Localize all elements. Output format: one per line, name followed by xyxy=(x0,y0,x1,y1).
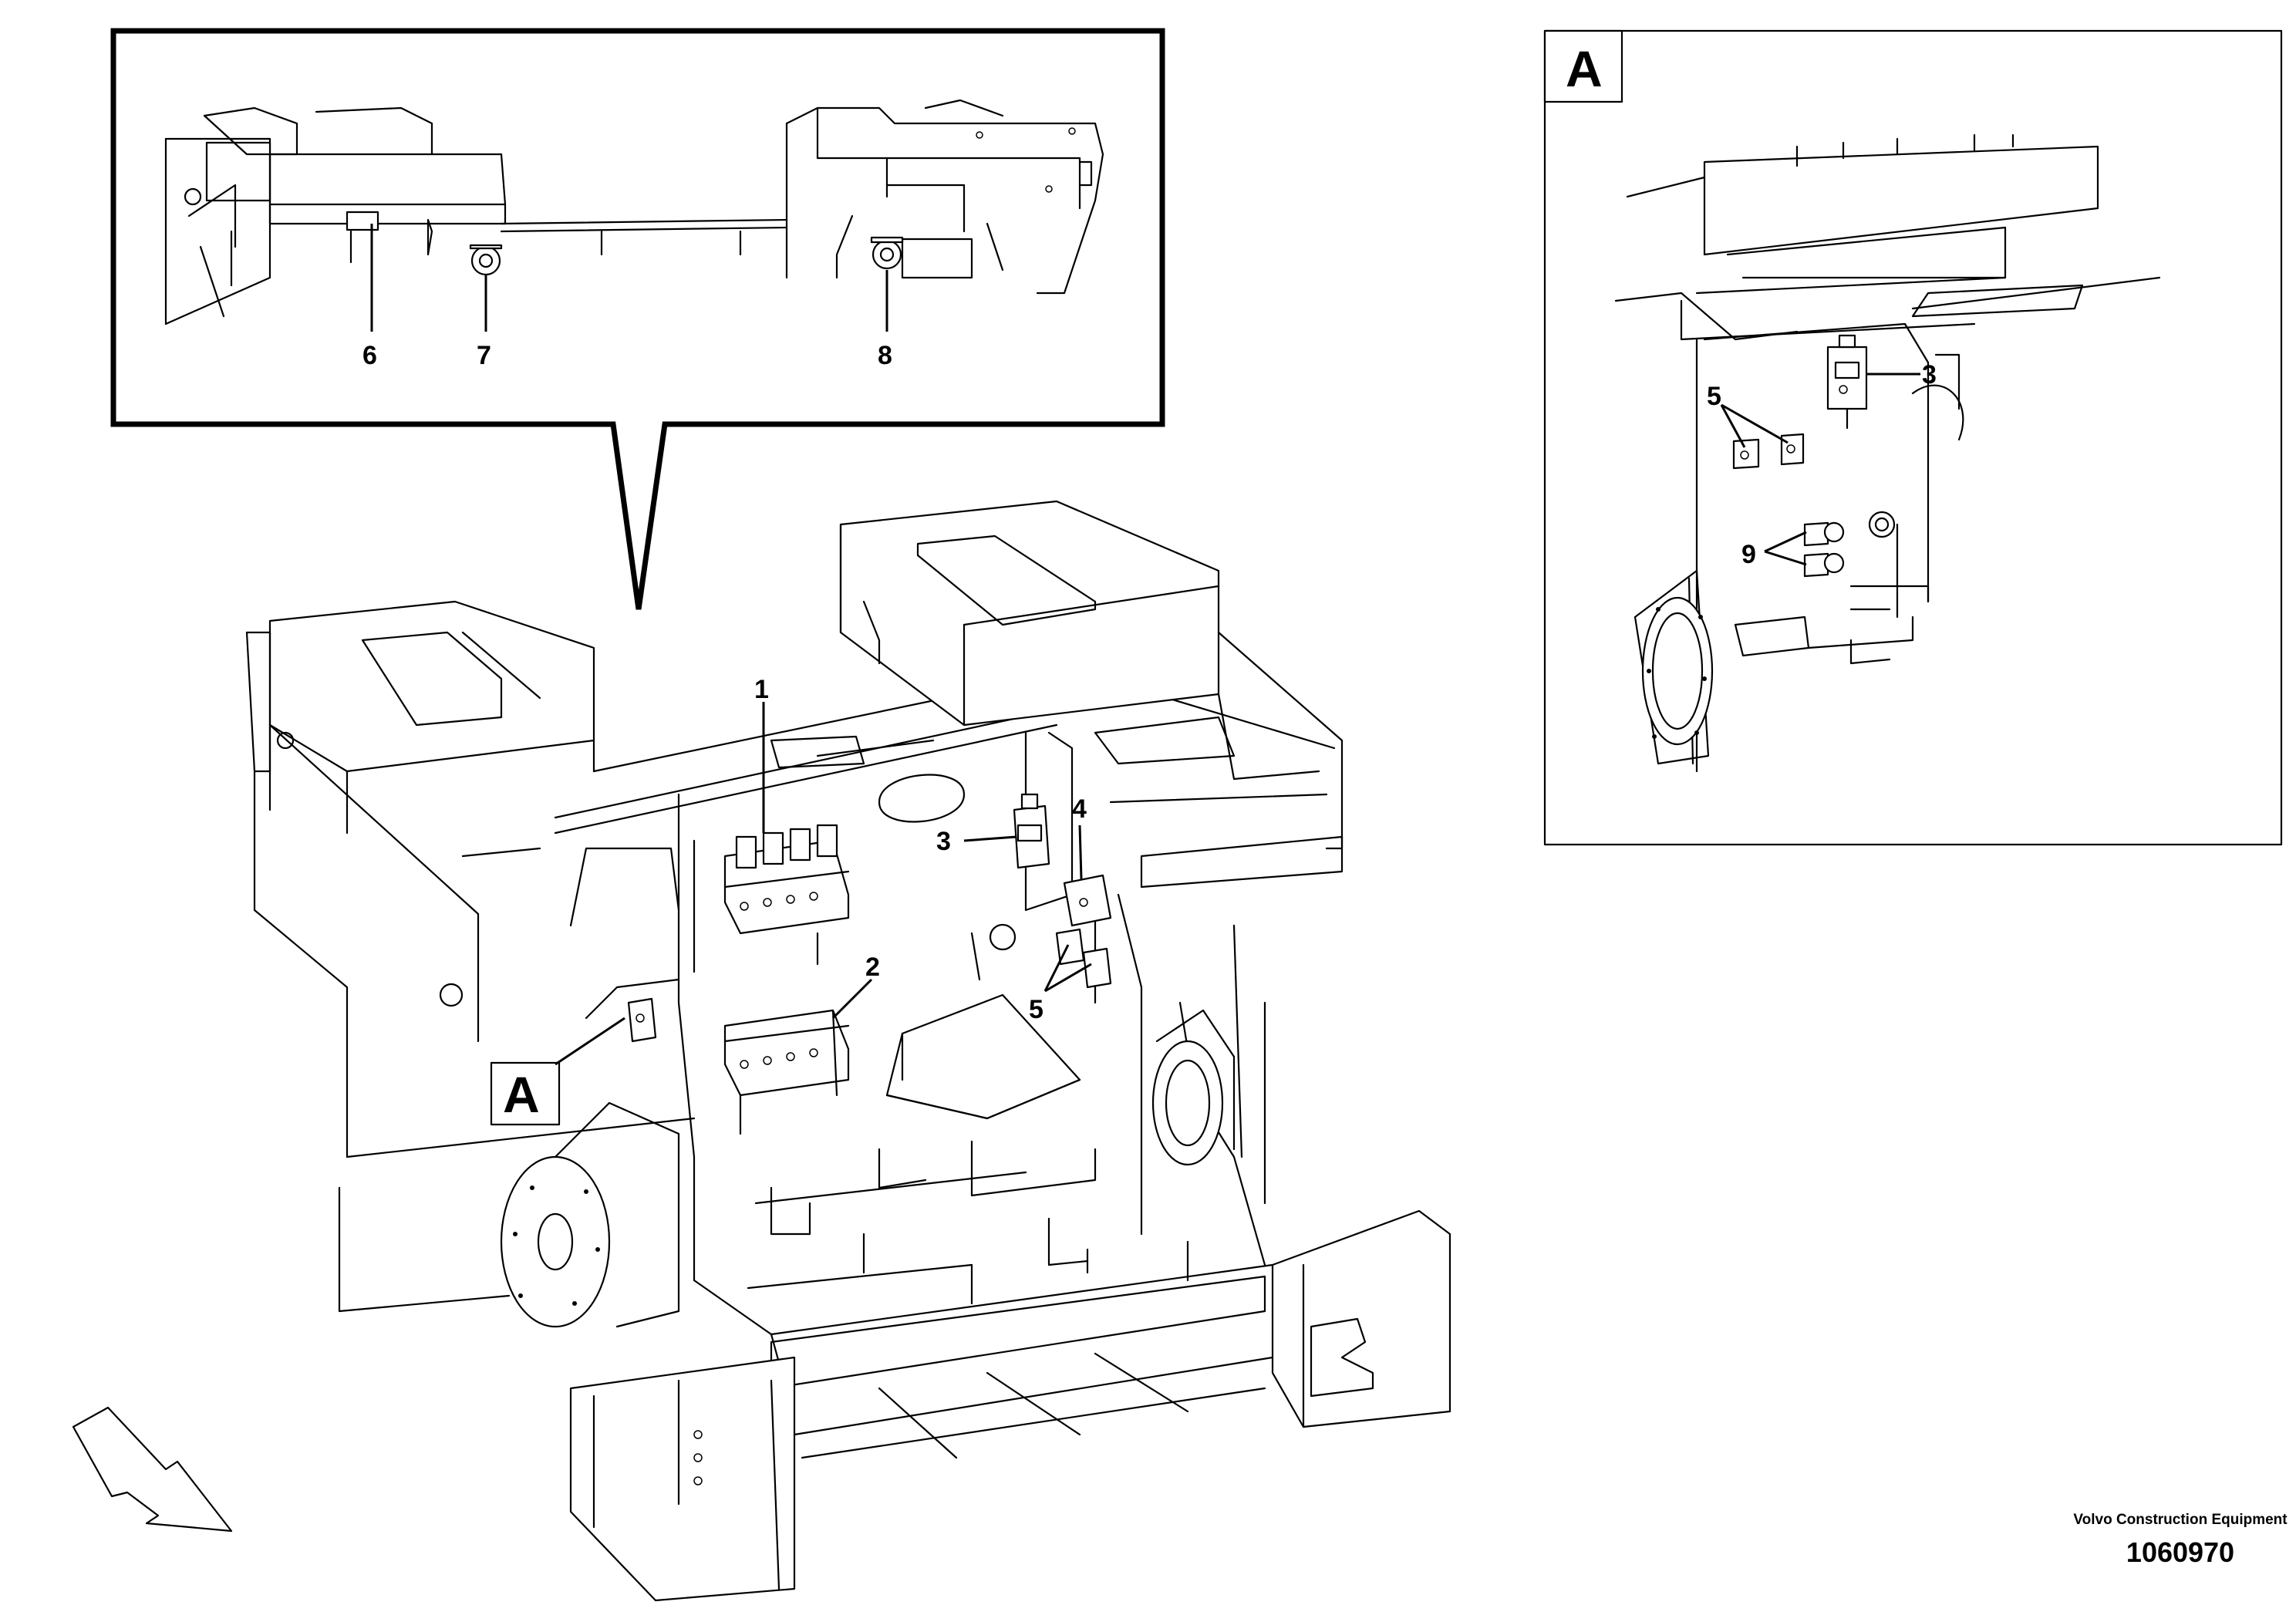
callout-6: 6 xyxy=(362,341,377,370)
main-frame-drawing xyxy=(245,500,1451,1602)
company-name: Volvo Construction Equipment xyxy=(2073,1512,2288,1528)
detail-a-reference-box xyxy=(490,1061,561,1126)
callout-8: 8 xyxy=(878,341,892,370)
drawing-number: 1060970 xyxy=(2126,1536,2235,1568)
detail-callout-3: 3 xyxy=(1922,360,1937,389)
detail-callout-9: 9 xyxy=(1741,540,1756,569)
callout-2: 2 xyxy=(865,953,880,982)
callout-7: 7 xyxy=(477,341,491,370)
upper-detail-drawing xyxy=(164,99,1104,325)
upper-detail-balloon xyxy=(110,28,1165,610)
callout-5: 5 xyxy=(1029,995,1043,1024)
detail-callout-5: 5 xyxy=(1707,382,1721,411)
drawing-credit: Volvo Construction Equipment 1060970 xyxy=(2065,1512,2296,1569)
detail-a-reference-letter: A xyxy=(503,1066,540,1123)
callout-1: 1 xyxy=(754,675,769,704)
travel-direction-arrow-icon xyxy=(72,1406,233,1533)
detail-a-letter: A xyxy=(1566,40,1603,97)
callout-3: 3 xyxy=(936,827,951,856)
callout-4: 4 xyxy=(1072,794,1087,824)
detail-a-drawing xyxy=(1614,133,2161,773)
